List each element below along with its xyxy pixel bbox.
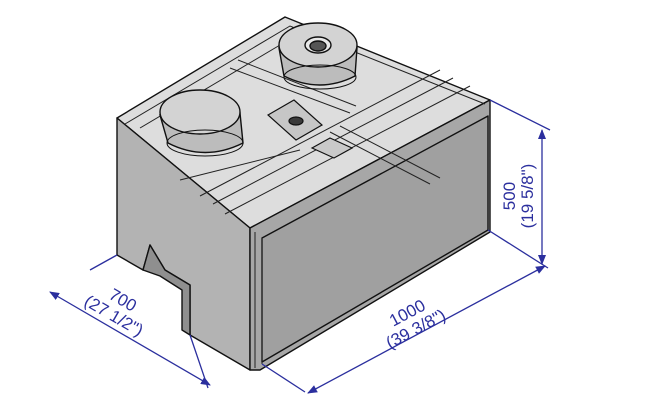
- right-recess: [310, 137, 354, 159]
- dimension-lines: [49, 99, 551, 394]
- left-stacking-cone: [159, 89, 244, 157]
- depth-dimension-line: [49, 291, 211, 386]
- height-imperial-label: (19 5/8"): [518, 164, 537, 229]
- height-metric-label: 500: [500, 182, 519, 210]
- right-stacking-cone: [278, 22, 358, 90]
- block-top-recesses: [266, 99, 354, 159]
- length-dimension-line: [307, 265, 546, 394]
- center-hole: [288, 116, 304, 126]
